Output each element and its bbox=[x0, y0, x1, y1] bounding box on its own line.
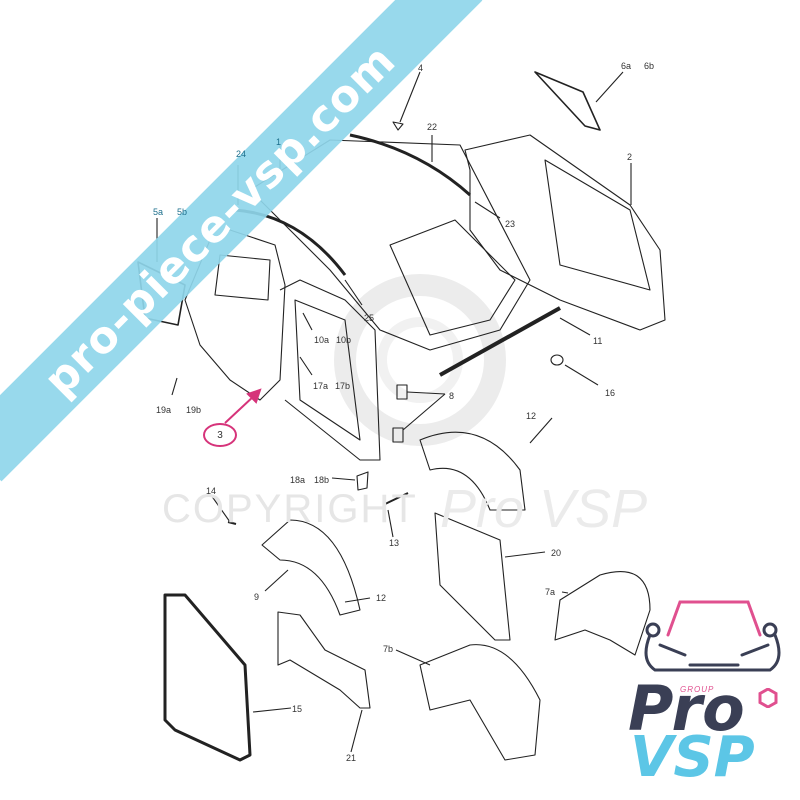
callout-6b: 6b bbox=[644, 61, 655, 71]
callout-19b: 19b bbox=[186, 405, 202, 415]
callout-7b: 7b bbox=[383, 644, 394, 654]
callout-15: 15 bbox=[292, 704, 303, 714]
callout-19a: 19a bbox=[156, 405, 172, 415]
callout-23: 23 bbox=[505, 219, 516, 229]
callout-13: 13 bbox=[389, 538, 400, 548]
callout-6a: 6a bbox=[621, 61, 632, 71]
callout-20: 20 bbox=[551, 548, 562, 558]
callout-16: 16 bbox=[605, 388, 616, 398]
callout-10a: 10a bbox=[314, 335, 330, 345]
callout-24: 24 bbox=[236, 149, 247, 159]
callout-14: 14 bbox=[206, 486, 217, 496]
logo-group-label: GROUP bbox=[680, 685, 715, 694]
callout-5b: 5b bbox=[177, 207, 188, 217]
callout-7a: 7a bbox=[545, 587, 556, 597]
callout-8: 8 bbox=[449, 391, 455, 401]
callout-25: 25 bbox=[364, 313, 375, 323]
callout-17a: 17a bbox=[313, 381, 329, 391]
callout-18b: 18b bbox=[314, 475, 330, 485]
callout-12-lower: 12 bbox=[376, 593, 387, 603]
provsp-logo: GROUP Pro VSP bbox=[620, 590, 790, 786]
callout-21: 21 bbox=[346, 753, 357, 763]
copyright-watermark: COPYRIGHT bbox=[162, 487, 418, 531]
logo-vsp-text: VSP bbox=[630, 725, 755, 790]
callout-5a: 5a bbox=[153, 207, 164, 217]
callout-18a: 18a bbox=[290, 475, 306, 485]
callout-11: 11 bbox=[593, 336, 603, 346]
logo-pro-text: Pro bbox=[628, 672, 745, 745]
callout-10b: 10b bbox=[336, 335, 352, 345]
hex-nut-icon bbox=[758, 688, 778, 708]
callout-22: 22 bbox=[427, 122, 438, 132]
callout-1: 1 bbox=[276, 137, 282, 147]
callout-9: 9 bbox=[254, 592, 260, 602]
callout-4: 4 bbox=[418, 63, 424, 73]
copyright-brand-watermark: Pro VSP bbox=[440, 479, 648, 539]
car-outline-icon bbox=[644, 600, 781, 672]
callout-3-highlight: 3 bbox=[203, 423, 237, 447]
callout-17b: 17b bbox=[335, 381, 351, 391]
callout-12-upper: 12 bbox=[526, 411, 537, 421]
callout-2: 2 bbox=[627, 152, 633, 162]
callout-3: 3 bbox=[217, 429, 223, 441]
